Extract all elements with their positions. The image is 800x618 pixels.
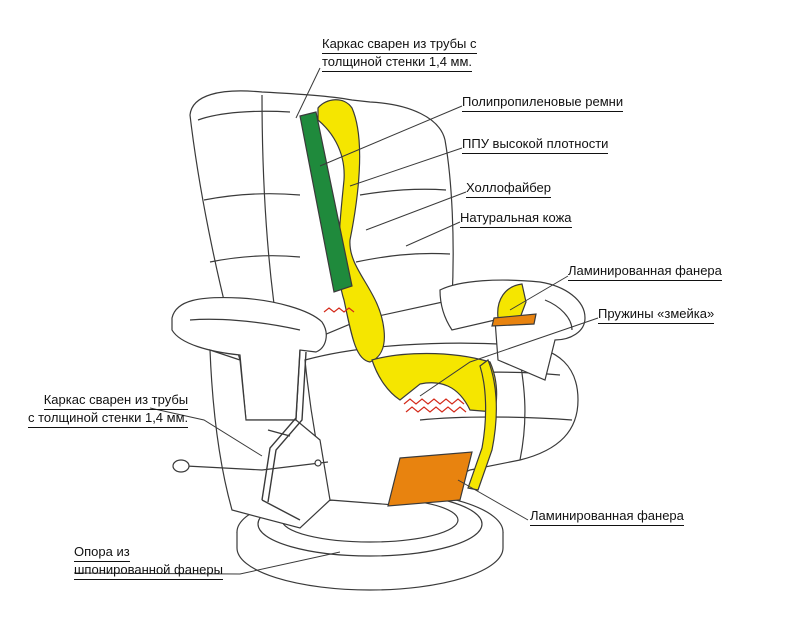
label-polypropylene-straps-text: Полипропиленовые ремни [462,94,623,112]
label-laminated-plywood-arm: Ламинированная фанера [568,263,722,281]
label-frame-top-line2: толщиной стенки 1,4 мм. [322,54,472,72]
label-frame-left-line1: Каркас сварен из трубы [44,392,188,410]
label-laminated-plywood-arm-text: Ламинированная фанера [568,263,722,281]
label-ppu-foam: ППУ высокой плотности [462,136,608,154]
label-support-line2: шпонированной фанеры [74,562,223,580]
label-laminated-plywood-base-text: Ламинированная фанера [530,508,684,526]
label-hollofiber: Холлофайбер [466,180,551,198]
label-zigzag-springs-text: Пружины «змейка» [598,306,714,324]
label-laminated-plywood-base: Ламинированная фанера [530,508,684,526]
label-ppu-foam-text: ППУ высокой плотности [462,136,608,154]
label-support-line1: Опора из [74,544,130,562]
label-natural-leather-text: Натуральная кожа [460,210,572,228]
label-zigzag-springs: Пружины «змейка» [598,306,714,324]
label-frame-left: Каркас сварен из трубы с толщиной стенки… [28,392,188,428]
label-hollofiber-text: Холлофайбер [466,180,551,198]
plywood-base-panel [388,452,472,506]
label-natural-leather: Натуральная кожа [460,210,572,228]
label-frame-top: Каркас сварен из трубы с толщиной стенки… [322,36,477,72]
label-frame-top-line1: Каркас сварен из трубы с [322,36,477,54]
label-support: Опора из шпонированной фанеры [74,544,223,580]
label-polypropylene-straps: Полипропиленовые ремни [462,94,623,112]
label-frame-left-line2: с толщиной стенки 1,4 мм. [28,410,188,428]
